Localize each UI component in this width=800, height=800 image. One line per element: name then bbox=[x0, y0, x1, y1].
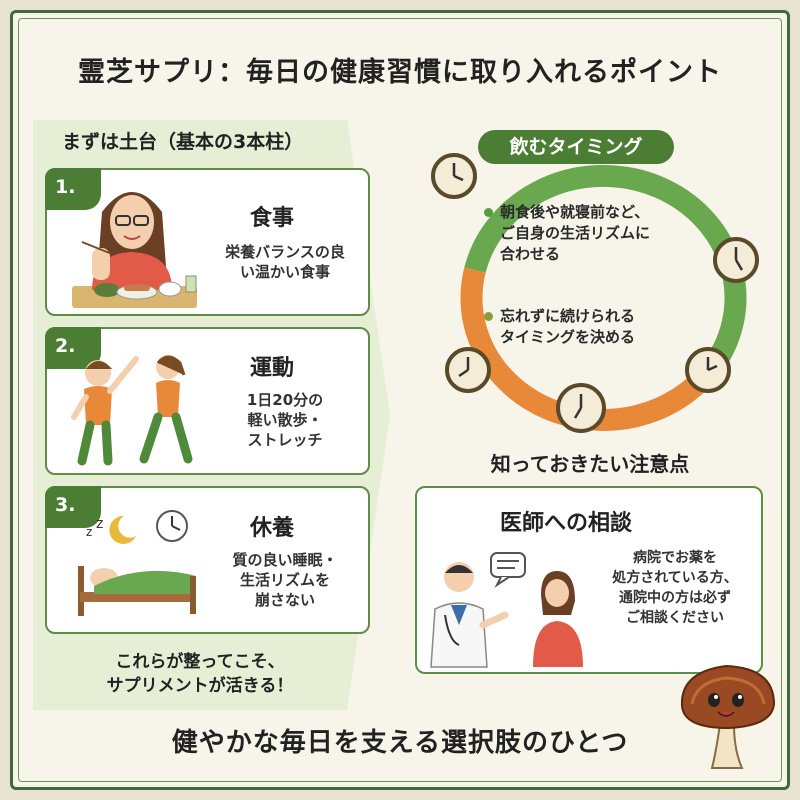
pillar-desc-diet: 栄養バランスの良 い温かい食事 bbox=[205, 242, 365, 282]
consult-line: 処方されている方、 bbox=[612, 570, 738, 586]
timing-badge: 飲むタイミング bbox=[478, 130, 674, 164]
pillar-card-diet: 1. bbox=[45, 168, 370, 316]
ring-orange-arc bbox=[460, 267, 719, 431]
svg-text:z: z bbox=[96, 516, 103, 532]
moon-icon bbox=[109, 515, 136, 544]
bullet-line: タイミングを決める bbox=[500, 328, 636, 346]
svg-text:z: z bbox=[86, 525, 92, 539]
mushroom-mascot-icon bbox=[680, 664, 776, 769]
bullet-line: 朝食後や就寝前など、 bbox=[500, 203, 650, 221]
desc-line: 生活リズムを bbox=[239, 571, 330, 589]
clock-icon bbox=[556, 383, 606, 433]
clock-icon bbox=[685, 347, 731, 393]
consult-line: 病院でお薬を bbox=[633, 550, 717, 566]
pillar-title-exercise: 運動 bbox=[250, 356, 295, 381]
dining-woman-illustration bbox=[72, 192, 197, 308]
pillar-number: 1. bbox=[45, 168, 101, 210]
clock-icon bbox=[431, 153, 477, 199]
notice-heading: 知っておきたい注意点 bbox=[490, 452, 690, 476]
bottom-tagline: 健やかな毎日を支える選択肢のひとつ bbox=[171, 728, 629, 758]
desc-line: 崩さない bbox=[254, 591, 315, 609]
pillar-card-rest: 3. bbox=[45, 486, 370, 634]
pillar-number: 3. bbox=[45, 486, 101, 528]
consult-text: 病院でお薬を 処方されている方、 通院中の方は必ず ご相談ください bbox=[590, 548, 760, 628]
consult-line: ご相談ください bbox=[626, 610, 724, 626]
desc-line: 栄養バランスの良 bbox=[225, 243, 345, 261]
consult-line: 通院中の方は必ず bbox=[619, 590, 731, 606]
timing-bullet-1: 朝食後や就寝前など、 ご自身の生活リズムに 合わせる bbox=[484, 202, 651, 265]
bullet-dot bbox=[484, 312, 493, 321]
foundation-footer: これらが整ってこそ、 サプリメントが活きる！ bbox=[50, 650, 350, 698]
bullet-dot bbox=[484, 208, 493, 217]
footer-line: サプリメントが活きる！ bbox=[106, 676, 294, 696]
clock-icon bbox=[445, 347, 491, 393]
timing-ring bbox=[460, 164, 747, 431]
pillar-title-diet: 食事 bbox=[250, 206, 295, 231]
doctor-patient-illustration bbox=[430, 552, 583, 668]
desc-line: 質の良い睡眠・ bbox=[232, 551, 338, 569]
speech-bubble-icon bbox=[490, 552, 526, 578]
timing-bullet-2: 忘れずに続けられる タイミングを決める bbox=[484, 306, 636, 348]
desc-line: ストレッチ bbox=[247, 431, 323, 449]
foundation-heading: まずは土台（基本の3本柱） bbox=[62, 131, 304, 153]
pillar-desc-rest: 質の良い睡眠・ 生活リズムを 崩さない bbox=[210, 550, 360, 610]
footer-line: これらが整ってこそ、 bbox=[115, 652, 285, 672]
pillar-desc-exercise: 1日20分の 軽い散歩・ ストレッチ bbox=[215, 390, 355, 450]
exercise-illustration bbox=[71, 355, 193, 466]
ring-green-arc bbox=[464, 164, 747, 377]
bullet-line: 合わせる bbox=[500, 245, 561, 263]
clock-icon bbox=[713, 237, 759, 283]
poster-inner-border bbox=[18, 18, 782, 782]
page-title: 霊芝サプリ：毎日の健康習慣に取り入れるポイント bbox=[78, 57, 722, 88]
bullet-line: ご自身の生活リズムに bbox=[500, 224, 651, 242]
consult-title: 医師への相談 bbox=[500, 511, 633, 536]
desc-line: 1日20分の bbox=[246, 391, 324, 409]
sleeping-illustration: z z bbox=[78, 510, 196, 616]
pillar-title-rest: 休養 bbox=[250, 516, 295, 541]
desc-line: い温かい食事 bbox=[239, 263, 330, 281]
desc-line: 軽い散歩・ bbox=[247, 411, 323, 429]
bullet-line: 忘れずに続けられる bbox=[500, 307, 636, 325]
